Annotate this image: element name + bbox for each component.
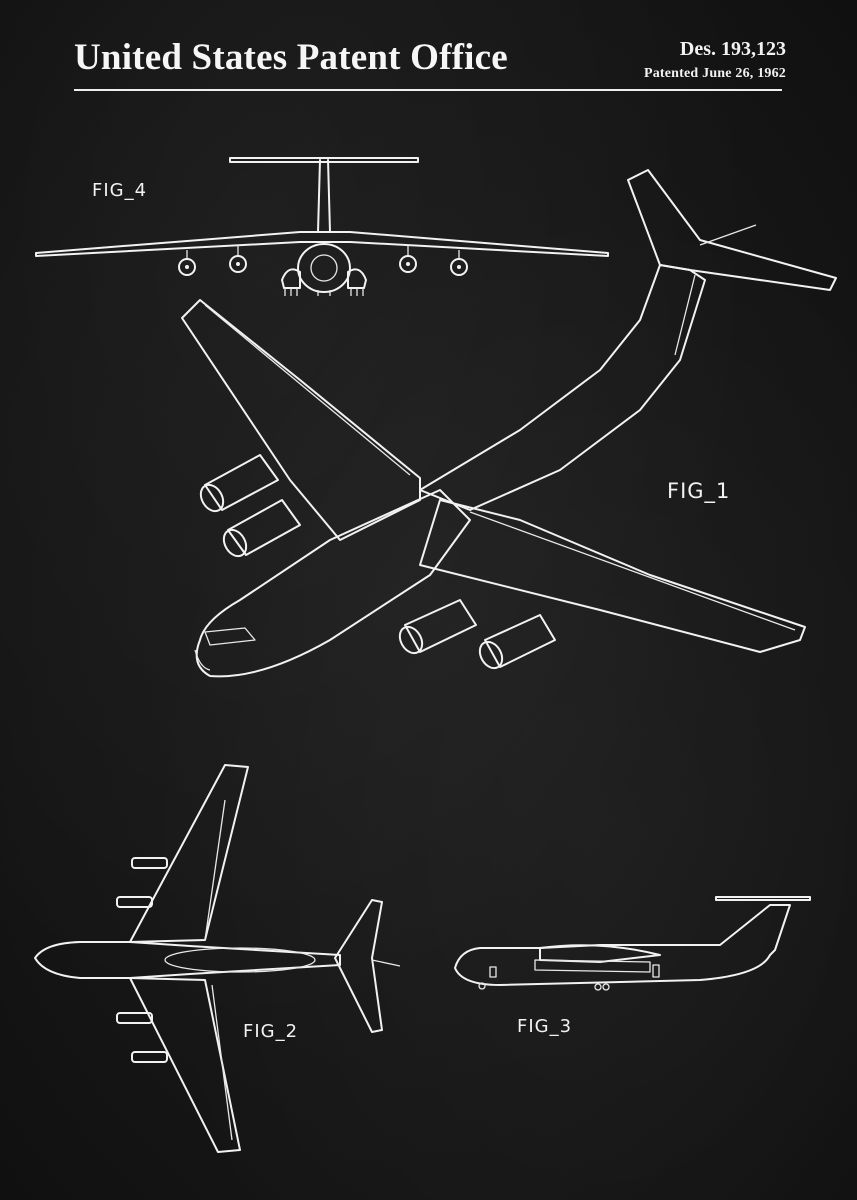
- fig-3-aircraft: [454, 896, 811, 991]
- fig-1-engines: [199, 454, 556, 670]
- fig-2-aircraft: [34, 764, 401, 1153]
- fig-1-label: FIG_1: [667, 479, 731, 503]
- document-title: United States Patent Office: [74, 37, 508, 78]
- patent-date: Patented June 26, 1962: [643, 66, 786, 81]
- fig-4-label: FIG_4: [92, 180, 148, 201]
- fig-4-aircraft: [35, 157, 609, 296]
- fig-2-label: FIG_2: [243, 1021, 299, 1042]
- patent-number: Des. 193,123: [679, 38, 786, 60]
- fig-3-label: FIG_3: [517, 1016, 573, 1037]
- fig-1-aircraft: [181, 169, 837, 678]
- header-rule: [74, 89, 782, 91]
